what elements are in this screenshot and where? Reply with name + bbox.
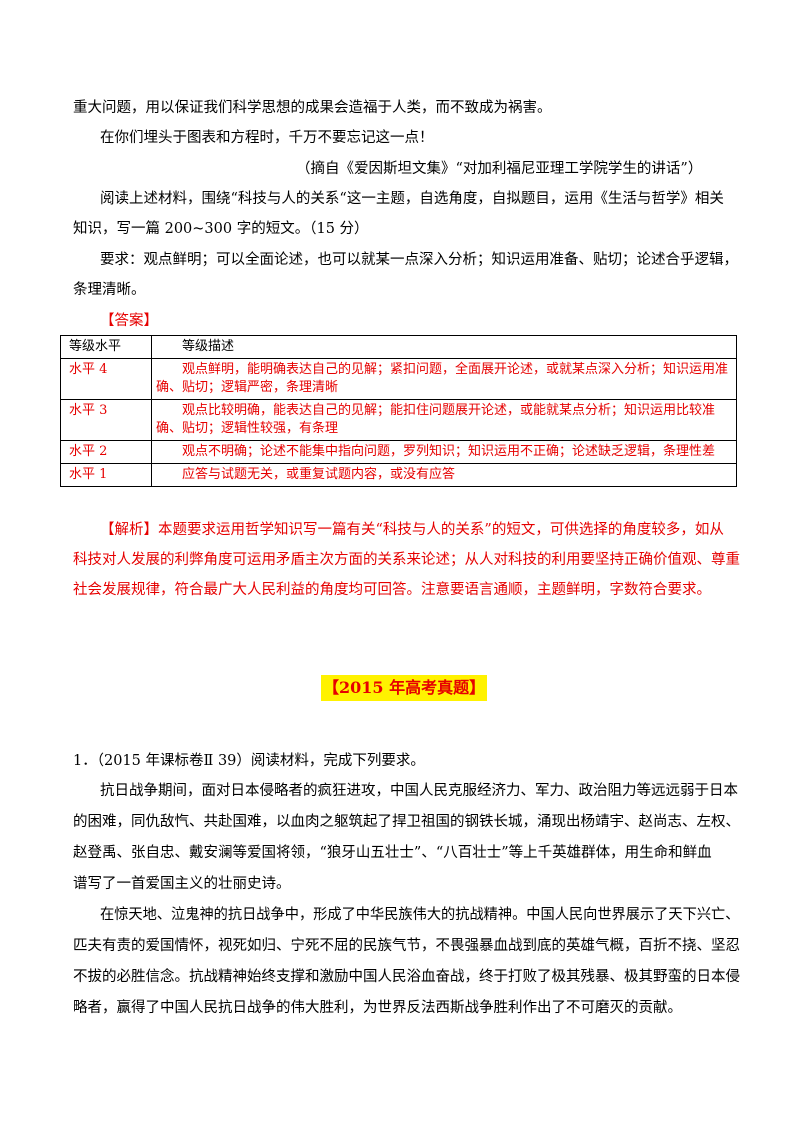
section-heading: 【2015 年高考真题】 <box>321 675 488 701</box>
material-p1-line-1: 抗日战争期间，面对日本侵略者的疯狂进攻，中国人民克服经济力、军力、政治阻力等远远… <box>100 783 738 799</box>
material-p2-line-1: 在惊天地、泣鬼神的抗日战争中，形成了中华民族伟大的抗战精神。中国人民向世界展示了… <box>100 907 740 923</box>
row-level: 水平 4 <box>60 358 152 400</box>
material-p1-line-4: 谱写了一首爱国主义的壮丽史诗。 <box>73 876 291 892</box>
row-level: 水平 2 <box>60 440 152 464</box>
requirement-line-2: 条理清晰。 <box>73 282 146 298</box>
question-line-2: 知识，写一篇 200~300 字的短文。（15 分） <box>73 221 369 237</box>
analysis-line-3: 社会发展规律，符合最广大人民利益的角度均可回答。注意要语言通顺，主题鲜明，字数符… <box>73 582 711 598</box>
requirement-line-1: 要求：观点鲜明；可以全面论述，也可以就某一点深入分析；知识运用准备、贴切；论述合… <box>100 252 738 268</box>
table-header-row: 等级水平 等级描述 <box>60 335 737 359</box>
passage-line-2: 在你们埋头于图表和方程时，千万不要忘记这一点！ <box>100 130 434 146</box>
row-level: 水平 3 <box>60 399 152 441</box>
row-level: 水平 1 <box>60 463 152 487</box>
material-p2-line-3: 不拔的必胜信念。抗战精神始终支撑和激励中国人民浴血奋战，终于打败了极其残暴、极其… <box>73 969 740 985</box>
grading-table: 等级水平 等级描述 水平 4 观点鲜明，能明确表达自己的见解；紧扣问题，全面展开… <box>60 335 737 487</box>
table-row: 水平 2 观点不明确；论述不能集中指向问题，罗列知识；知识运用不正确；论述缺乏逻… <box>60 440 737 464</box>
table-row: 水平 1 应答与试题无关，或重复试题内容，或没有应答 <box>60 463 737 487</box>
material-p1-line-2: 的困难，同仇敌忾、共赴国难，以血肉之躯筑起了捍卫祖国的钢铁长城，涌现出杨靖宇、赵… <box>73 814 740 830</box>
answer-label: 【答案】 <box>100 313 158 329</box>
table-row: 水平 3 观点比较明确，能表达自己的见解；能扣住问题展开论述，或能就某点分析；知… <box>60 399 737 441</box>
analysis-line-2: 科技对人发展的利弊角度可运用矛盾主次方面的关系来论述；从人对科技的利用要坚持正确… <box>73 552 740 568</box>
material-p2-line-2: 匹夫有责的爱国情怀，视死如归、宁死不屈的民族气节，不畏强暴血战到底的英雄气概，百… <box>73 938 740 954</box>
row-desc: 应答与试题无关，或重复试题内容，或没有应答 <box>151 463 737 487</box>
material-p2-line-4: 略者，赢得了中国人民抗日战争的伟大胜利，为世界反法西斯战争胜利作出了不可磨灭的贡… <box>73 1000 682 1016</box>
row-desc: 观点不明确；论述不能集中指向问题，罗列知识；知识运用不正确；论述缺乏逻辑，条理性… <box>151 440 737 464</box>
question-line-1: 阅读上述材料，围绕“科技与人的关系“这一主题，自选角度，自拟题目，运用《生活与哲… <box>100 191 724 207</box>
analysis-line-1: 【解析】本题要求运用哲学知识写一篇有关“科技与人的关系”的短文，可供选择的角度较… <box>100 522 724 538</box>
row-desc: 观点鲜明，能明确表达自己的见解；紧扣问题，全面展开论述，或就某点深入分析；知识运… <box>151 358 737 400</box>
passage-line-1: 重大问题，用以保证我们科学思想的成果会造福于人类，而不致成为祸害。 <box>73 100 552 116</box>
header-level: 等级水平 <box>60 335 152 359</box>
material-p1-line-3: 赵登禹、张自忠、戴安澜等爱国将领，“狼牙山五壮士”、“八百壮士”等上千英雄群体，… <box>73 845 712 861</box>
row-desc: 观点比较明确，能表达自己的见解；能扣住问题展开论述，或能就某点分析；知识运用比较… <box>151 399 737 441</box>
table-row: 水平 4 观点鲜明，能明确表达自己的见解；紧扣问题，全面展开论述，或就某点深入分… <box>60 358 737 400</box>
question2-intro: 1．（2015 年课标卷Ⅱ 39）阅读材料，完成下列要求。 <box>73 753 425 769</box>
header-desc: 等级描述 <box>151 335 737 359</box>
passage-source: （摘自《爱因斯坦文集》“对加利福尼亚理工学院学生的讲话”） <box>296 161 703 177</box>
